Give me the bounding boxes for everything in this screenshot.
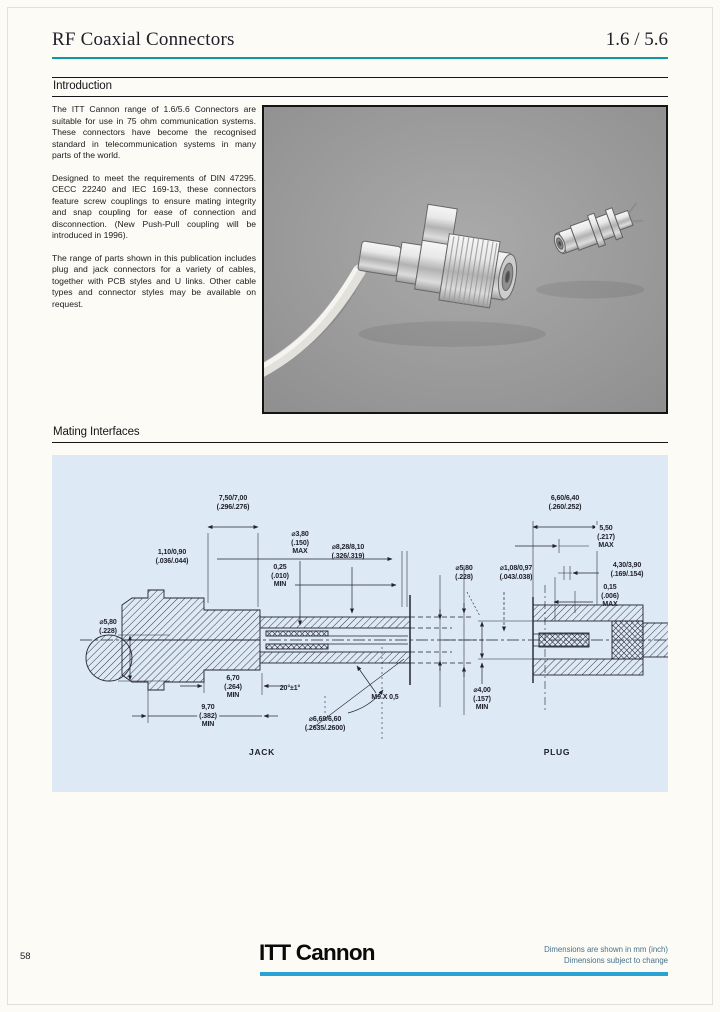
brand-logo: ITT Cannon [259,940,376,965]
series-code: 1.6 / 5.6 [605,29,668,50]
jack-drawing [80,524,484,740]
intro-paragraph-2: Designed to meet the requirements of DIN… [52,172,256,241]
plug-dim-dia-4-00: ⌀4,00 (.157) MIN [473,687,491,712]
footer-notes: Dimensions are shown in mm (inch) Dimens… [544,945,668,966]
plug-dim-dia-5-80: ⌀5,80 (.228) [455,565,473,581]
intro-paragraph-3: The range of parts shown in this publica… [52,252,256,309]
jack-dim-thread-m9: M9 X 0,5 [371,694,399,701]
plug-drawing [444,521,668,710]
jack-dim-dia-3-80: ⌀3,80 (.150) MAX [291,531,309,556]
mating-interface-drawing [80,521,668,740]
connector-photo-illustration [264,107,666,412]
connector-photo [262,105,668,414]
jack-dim-dia-8-28: ⌀8,28/8,10 (.326/.319) [331,544,365,560]
jack-dim-dia-6-69: ⌀6,69/6,60 (.2635/.2600) [304,716,346,732]
jack-dim-0-25: 0,25 (.010) MIN [271,564,289,589]
plug-dim-0-15: 0,15 (.006) MAX [601,584,619,609]
footer-rule [260,972,668,976]
intro-text-column: The ITT Cannon range of 1.6/5.6 Connecto… [52,104,256,321]
jack-dim-angle-20: 20°±1° [279,685,301,692]
header-rule [52,57,668,59]
mating-rule [52,442,668,443]
mating-interfaces-panel: 7,50/7,00 (.296/.276) 1,10/0,90 (.036/.0… [52,455,668,792]
intro-rule-bottom [52,96,668,97]
footer-note-dimensions: Dimensions are shown in mm (inch) [544,945,668,954]
intro-paragraph-1: The ITT Cannon range of 1.6/5.6 Connecto… [52,104,256,160]
jack-dim-dia-5-80: ⌀5,80 (.228) [99,619,117,635]
section-title-introduction: Introduction [53,80,112,92]
page-number: 58 [20,951,31,962]
plug-dim-5-50: 5,50 (.217) MAX [595,525,617,551]
jack-dim-6-70: 6,70 (.264) MIN [222,675,244,701]
page-title: RF Coaxial Connectors [52,29,235,50]
section-title-mating-interfaces: Mating Interfaces [53,426,140,438]
plug-part-label: PLUG [543,747,571,757]
jack-dim-9-70: 9,70 (.382) MIN [197,704,219,730]
plug-dim-4-30: 4,30/3,90 (.169/.154) [610,562,644,578]
plug-dim-dia-1-08: ⌀1,08/0,97 (.043/.038) [499,565,533,581]
plug-dim-6-60: 6,60/6,40 (.260/.252) [548,495,582,511]
jack-dim-7-50: 7,50/7,00 (.296/.276) [216,495,250,511]
intro-rule-top [52,77,668,78]
jack-dim-1-10: 1,10/0,90 (.036/.044) [155,549,189,565]
jack-part-label: JACK [249,747,275,757]
footer-note-subject-to-change: Dimensions subject to change [563,955,668,965]
